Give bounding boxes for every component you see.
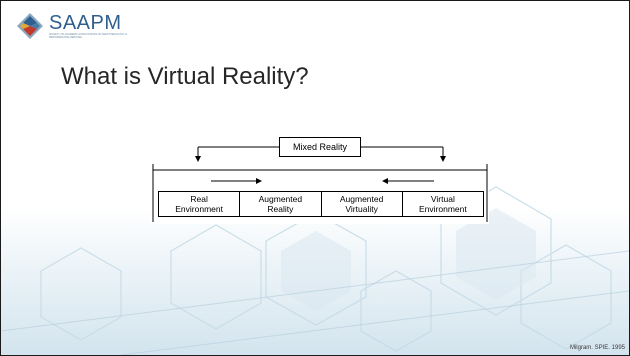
- segment-line1: Augmented: [339, 194, 384, 204]
- citation: Milgram. SPIE. 1995: [569, 345, 625, 351]
- segment-line2: Virtuality: [345, 204, 378, 214]
- logo-tagline: SOCIETY OF ACADEMIC ASSOCIATIONS OF ANES…: [49, 33, 128, 39]
- segment-line2: Reality: [267, 204, 294, 214]
- segment-line2: Environment: [419, 204, 467, 214]
- logo-wordmark: SAAPM: [49, 12, 122, 34]
- diagram-connectors: [152, 146, 488, 222]
- segment-line1: Virtual: [430, 194, 455, 204]
- segment-line1: Augmented: [258, 194, 303, 204]
- segment-line2: Environment: [175, 204, 223, 214]
- saapm-logo: SAAPM SOCIETY OF ACADEMIC ASSOCIATIONS O…: [15, 11, 135, 45]
- slide-title: What is Virtual Reality?: [61, 63, 309, 90]
- segment-line1: Real: [190, 194, 208, 204]
- mixed-reality-label: Mixed Reality: [279, 137, 361, 157]
- logo-diamond-icon: [17, 13, 43, 39]
